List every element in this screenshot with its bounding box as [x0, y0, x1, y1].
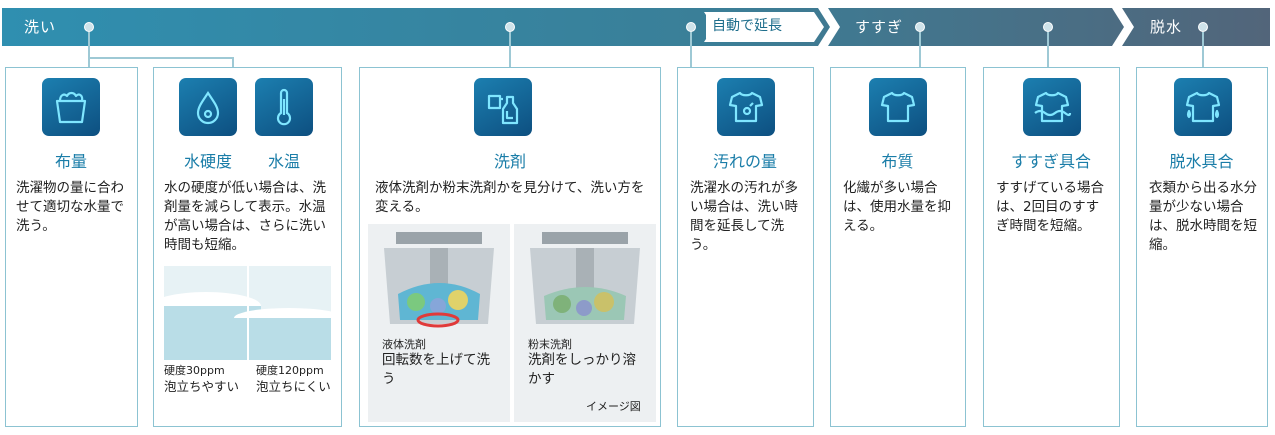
- card-water-hardness-temp: 水硬度 水温 水の硬度が低い場合は、洗剤量を減らして表示。水温が高い場合は、さら…: [153, 67, 342, 427]
- photo-right-caption: 泡立ちにくい: [256, 379, 331, 394]
- dripping-shirt-icon: [1174, 78, 1232, 136]
- bar-dot: [505, 22, 515, 32]
- photo-left-label: 硬度30ppm: [164, 364, 225, 377]
- right-label: 粉末洗剤: [528, 338, 572, 351]
- bar-dot: [915, 22, 925, 32]
- card-body: すすげている場合は、2回目のすすぎ時間を短縮。: [996, 180, 1104, 234]
- bar-dot: [84, 22, 94, 32]
- shirt-icon: [869, 78, 927, 136]
- card-title: 布質: [881, 152, 914, 171]
- shirt-in-water-icon: [1023, 78, 1081, 136]
- card-body: 化繊が多い場合は、使用水量を抑える。: [843, 180, 951, 234]
- detergent-bottles-icon: [474, 78, 532, 136]
- card-body: 洗濯水の汚れが多い場合は、洗い時間を延長して洗う。: [690, 180, 798, 253]
- card-load-amount: 布量 洗濯物の量に合わせて適切な水量で洗う。: [5, 67, 138, 427]
- left-caption: 回転数を上げて洗う: [382, 352, 490, 387]
- connector-line: [690, 32, 692, 67]
- card-body: 水の硬度が低い場合は、洗剤量を減らして表示。水温が高い場合は、さらに洗い時間も短…: [164, 180, 326, 253]
- card-title: 布量: [54, 152, 87, 171]
- card-title-2: 水温: [267, 152, 300, 171]
- card-dirt-amount: 汚れの量 洗濯水の汚れが多い場合は、洗い時間を延長して洗う。: [677, 67, 814, 427]
- stage-rinse-label: すすぎ: [855, 18, 904, 36]
- card-title: 脱水具合: [1169, 152, 1234, 171]
- left-label: 液体洗剤: [382, 338, 426, 351]
- image-note: イメージ図: [586, 400, 641, 413]
- card-body: 洗濯物の量に合わせて適切な水量で洗う。: [16, 180, 124, 234]
- thermometer-icon: [255, 78, 313, 136]
- card-body: 液体洗剤か粉末洗剤かを見分けて、洗い方を変える。: [375, 180, 645, 215]
- connector-line: [1202, 32, 1204, 67]
- stage-wash-label: 洗い: [24, 18, 57, 36]
- water-drop-icon: [179, 78, 237, 136]
- photo-right-label: 硬度120ppm: [256, 364, 324, 377]
- card-fabric-type: 布質 化繊が多い場合は、使用水量を抑える。: [830, 67, 966, 427]
- stained-shirt-icon: [717, 78, 775, 136]
- laundry-basket-icon: [42, 78, 100, 136]
- card-rinse-level: すすぎ具合 すすげている場合は、2回目のすすぎ時間を短縮。: [983, 67, 1120, 427]
- card-spin-level: 脱水具合 衣類から出る水分量が少ない場合は、脱水時間を短縮。: [1136, 67, 1268, 427]
- connector-line: [88, 57, 234, 59]
- stage-spin-label: 脱水: [1150, 18, 1183, 36]
- photo-left-caption: 泡立ちやすい: [164, 379, 240, 394]
- process-bar: [2, 8, 1270, 46]
- stage-auto-extend-label: 自動で延長: [706, 12, 788, 40]
- card-title: 洗剤: [493, 152, 526, 171]
- bar-dot: [1198, 22, 1208, 32]
- bar-dot: [1043, 22, 1053, 32]
- powder-detergent-panel: [514, 224, 656, 422]
- bar-dot: [686, 22, 696, 32]
- connector-line: [1047, 32, 1049, 67]
- connector-line: [88, 32, 90, 67]
- card-title: 汚れの量: [712, 152, 777, 171]
- connector-line: [509, 32, 511, 67]
- right-caption: 洗剤をしっかり溶かす: [528, 352, 636, 387]
- connector-line: [232, 57, 234, 67]
- water-hardness-photo: [164, 266, 331, 360]
- card-detergent: 洗剤 液体洗剤か粉末洗剤かを見分けて、洗い方を変える。 液体洗剤 回転数を上げて…: [359, 67, 661, 427]
- connector-line: [919, 32, 921, 67]
- liquid-detergent-panel: [368, 224, 510, 422]
- card-title: すすぎ具合: [1010, 152, 1091, 171]
- card-body: 衣類から出る水分量が少ない場合は、脱水時間を短縮。: [1149, 180, 1257, 253]
- card-title: 水硬度: [183, 152, 232, 171]
